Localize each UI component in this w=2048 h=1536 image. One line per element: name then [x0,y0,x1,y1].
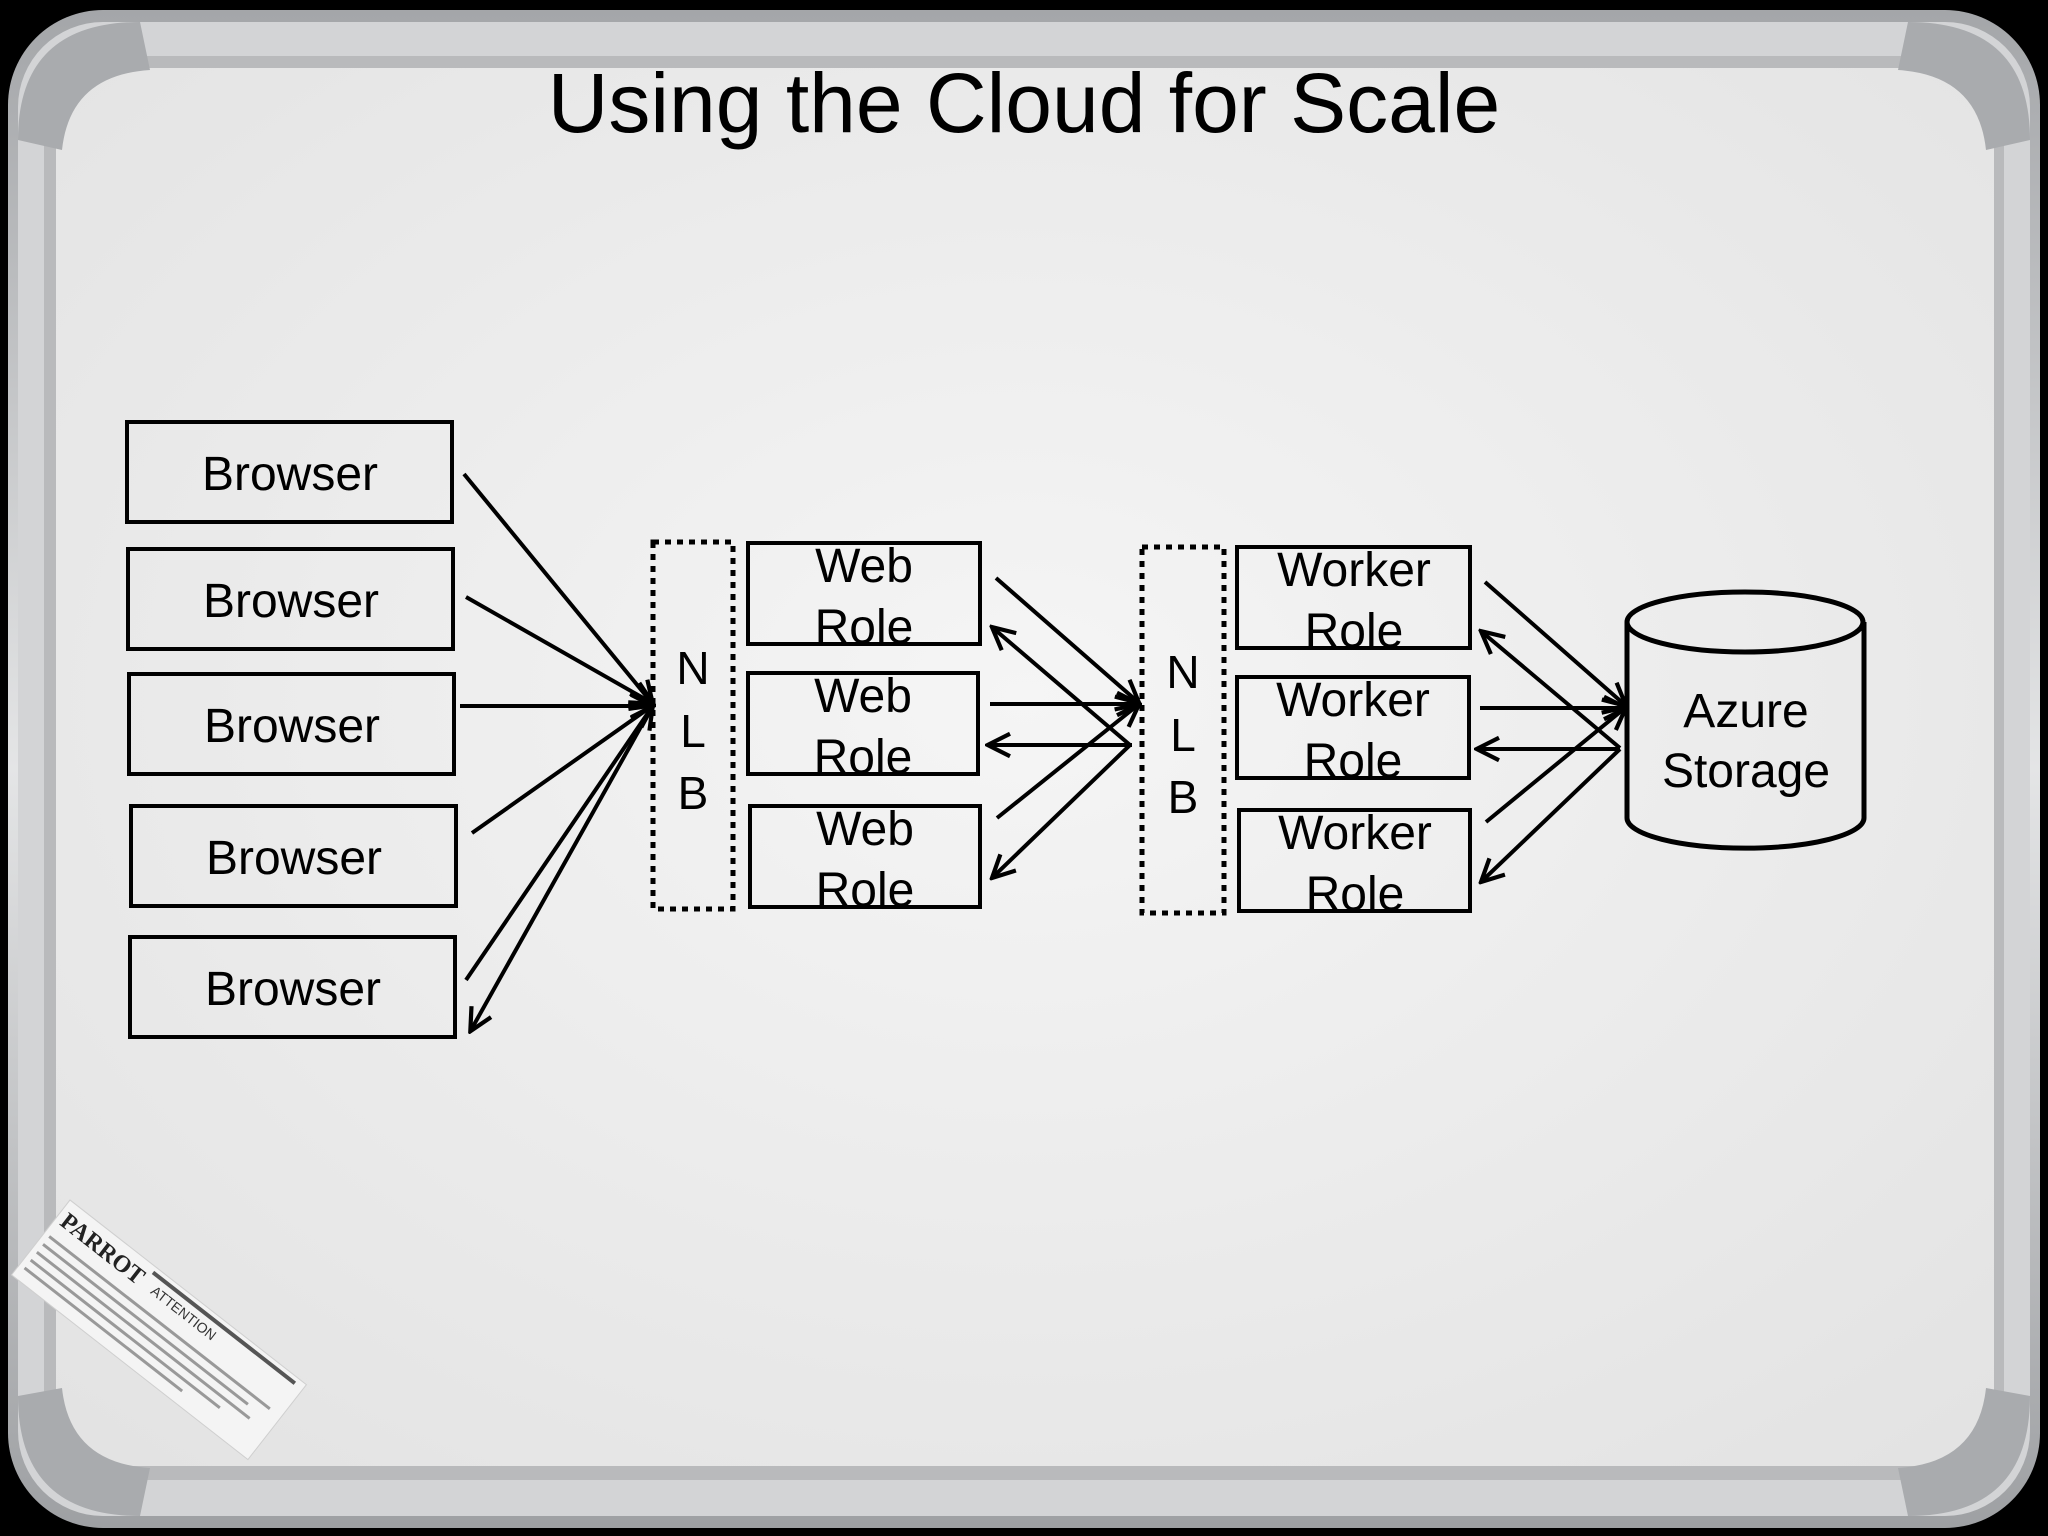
storage-cylinder-body [1624,622,1867,851]
arrow [1483,580,1625,705]
nlb-right-box [1139,544,1227,916]
browser-label: Browser [204,700,380,753]
azure-storage-cylinder [1624,589,1867,851]
nlb-right-letter: L [1170,709,1196,761]
slide-title: Using the Cloud for Scale [548,56,1501,150]
nlb-left-letter: B [678,767,709,819]
corner-cap-bottom-left [18,1388,150,1516]
arrow [994,576,1138,702]
arrow [993,743,1132,877]
arrow [1484,708,1625,824]
worker-role-box [1237,808,1472,913]
web-role-to-nlb-arrows [989,576,1138,877]
worker-role-label-line1: Worker [1278,807,1432,860]
brand-sticker: PARROT ATTENTION [10,1199,308,1461]
whiteboard-surface [56,68,1994,1466]
nlb-left-letter: L [680,705,706,757]
arrow [1482,747,1622,881]
corner-cap-bottom-right [1898,1388,2030,1516]
web-role-box [748,804,982,909]
nlb-right-letter: B [1168,771,1199,823]
browser-column [125,420,458,1039]
arrow [465,595,652,703]
nlb-right-letter: N [1166,646,1199,698]
worker-role-label-line2: Role [1304,735,1403,788]
arrow [462,472,652,703]
web-role-label-line1: Web [815,540,913,593]
browser-label: Browser [206,832,382,885]
worker-role-label-line2: Role [1305,605,1404,658]
arrow [470,706,652,835]
browser-box [127,672,456,776]
arrow [993,628,1132,747]
worker-role-label-line2: Role [1306,868,1405,921]
web-role-box [746,671,980,776]
browser-box [125,420,454,524]
storage-cylinder-top [1624,589,1866,655]
web-role-label-line2: Role [816,864,915,917]
browser-label: Browser [205,963,381,1016]
browser-box [128,935,457,1039]
corner-cap-top-right [1898,22,2030,150]
web-role-label-line1: Web [816,803,914,856]
web-role-box [746,541,982,646]
web-role-label-line1: Web [814,670,912,723]
worker-role-label-line1: Worker [1276,674,1430,727]
web-role-label-line2: Role [815,601,914,654]
worker-role-box [1235,675,1471,780]
browser-label: Browser [202,448,378,501]
arrow [471,706,654,1030]
web-role-label-line2: Role [814,731,913,784]
storage-label-line1: Azure [1683,685,1808,738]
arrow [464,707,652,982]
browser-box [129,804,458,908]
browser-box [126,547,455,651]
worker-role-label-line1: Worker [1277,544,1431,597]
nlb-left-letter: N [676,642,709,694]
storage-label-line2: Storage [1662,745,1830,798]
worker-role-to-storage-arrows [1478,580,1625,881]
worker-role-box [1235,545,1472,650]
corner-cap-top-left [18,22,150,150]
arrow [995,705,1138,820]
browser-label: Browser [203,575,379,628]
browser-to-nlb-arrows [460,472,654,1030]
